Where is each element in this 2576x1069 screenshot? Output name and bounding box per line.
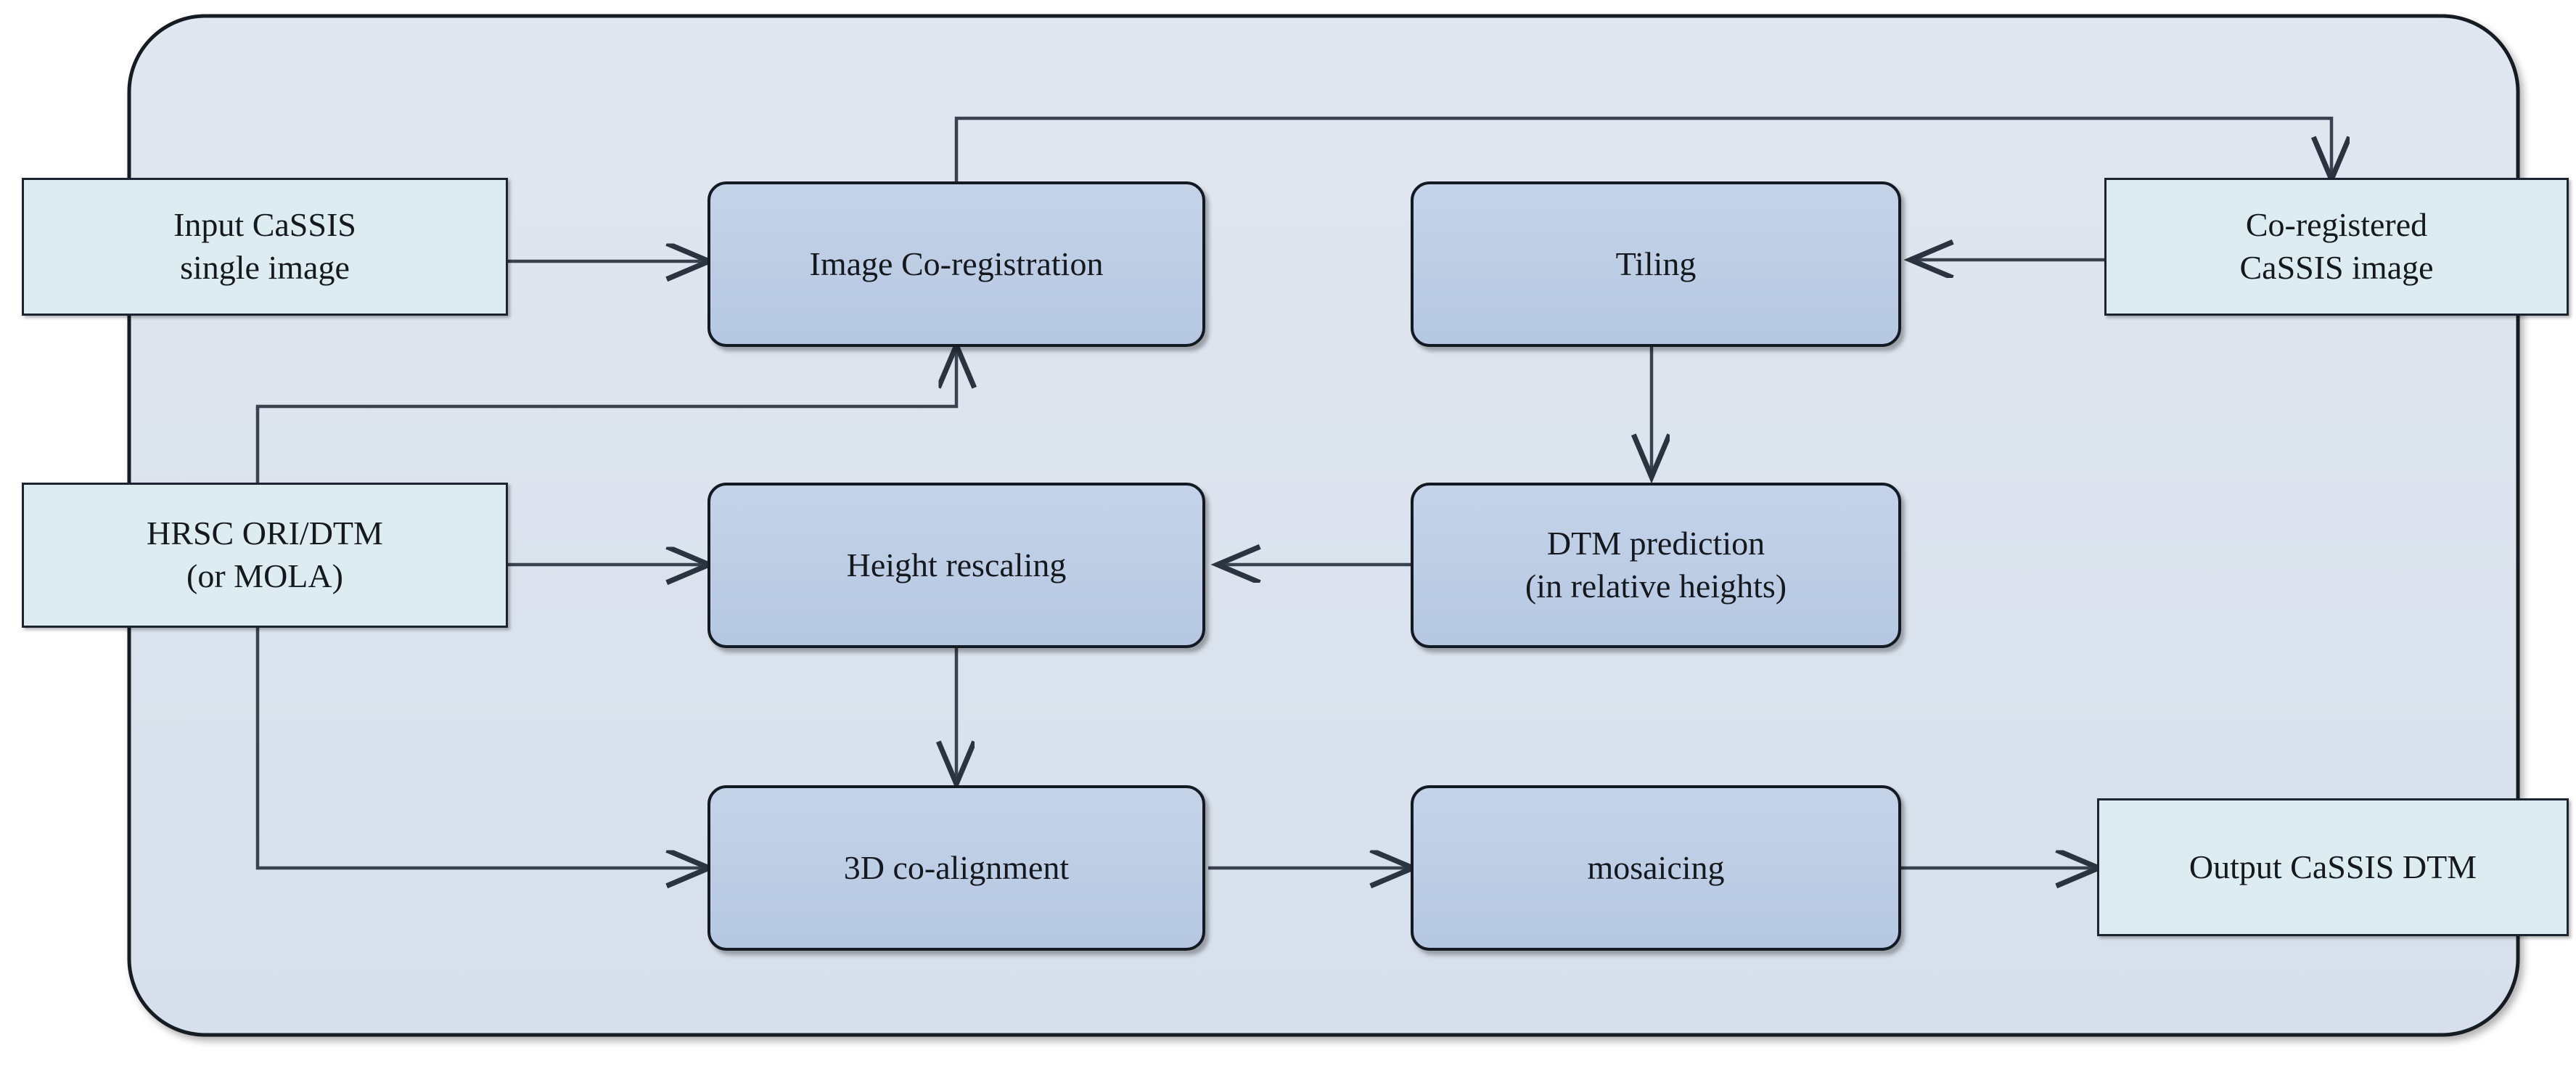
- edge-coreg-to-coregistered: [954, 116, 2331, 181]
- node-image-coregistration-label: Image Co-registration: [809, 245, 1104, 282]
- node-3d-co-alignment-label: 3D co-alignment: [843, 848, 1070, 886]
- node-hrsc-ori-dtm-label: HRSC ORI/DTM(or MOLA): [147, 515, 383, 594]
- node-mosaicing[interactable]: mosaicing: [1411, 785, 1901, 951]
- node-mosaicing-label: mosaicing: [1587, 848, 1725, 886]
- edge-hrsc-to-coalign: [255, 631, 707, 868]
- node-height-rescaling-label: Height rescaling: [846, 546, 1067, 583]
- node-tiling-label: Tiling: [1615, 245, 1697, 282]
- node-hrsc-ori-dtm[interactable]: HRSC ORI/DTM(or MOLA): [22, 483, 508, 628]
- node-dtm-prediction-label: DTM prediction(in relative heights): [1525, 525, 1787, 605]
- node-output-cassis-dtm-label: Output CaSSIS DTM: [2189, 848, 2477, 885]
- node-tiling[interactable]: Tiling: [1411, 181, 1901, 347]
- node-output-cassis-dtm[interactable]: Output CaSSIS DTM: [2097, 798, 2569, 936]
- node-3d-co-alignment[interactable]: 3D co-alignment: [707, 785, 1205, 951]
- node-height-rescaling[interactable]: Height rescaling: [707, 483, 1205, 648]
- node-image-coregistration[interactable]: Image Co-registration: [707, 181, 1205, 347]
- node-dtm-prediction[interactable]: DTM prediction(in relative heights): [1411, 483, 1901, 648]
